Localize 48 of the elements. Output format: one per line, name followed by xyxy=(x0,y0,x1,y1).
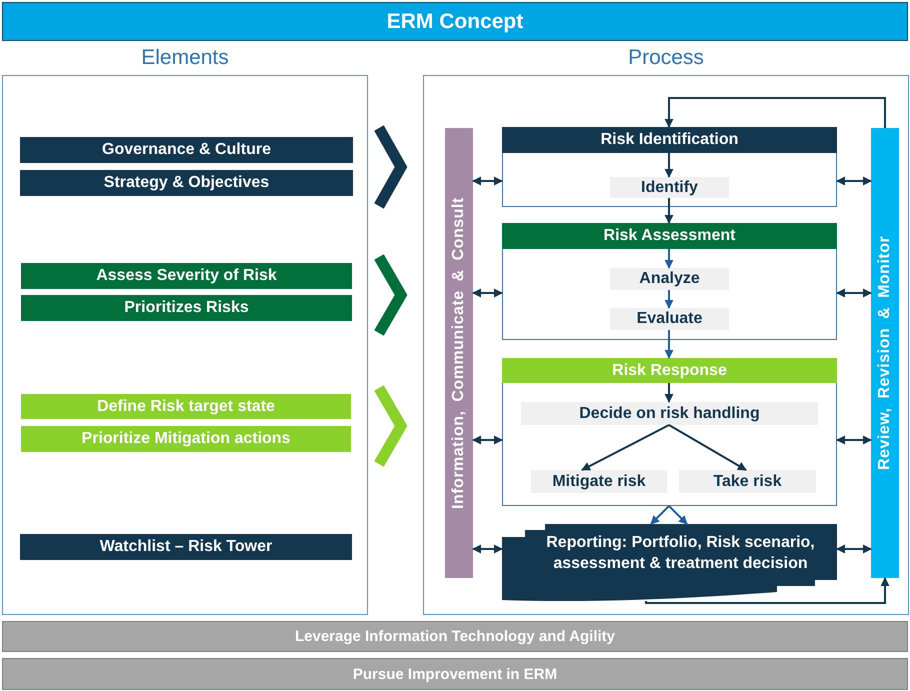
double-arrow xyxy=(472,544,503,554)
arrow xyxy=(664,97,886,128)
element-bar: Prioritizes Risks xyxy=(21,295,352,321)
stage-header: Risk Assessment xyxy=(502,223,837,249)
element-bar: Prioritize Mitigation actions xyxy=(21,426,351,452)
process-step: Decide on risk handling xyxy=(521,402,818,425)
element-bar: Assess Severity of Risk xyxy=(21,263,352,289)
double-arrow xyxy=(836,436,872,444)
arrow xyxy=(664,153,674,178)
side-bar: Information, Communicate & Consult xyxy=(445,128,473,578)
banner-band: Leverage Information Technology and Agility xyxy=(2,621,908,652)
arrow xyxy=(668,505,688,525)
report-shape xyxy=(502,524,837,601)
stage-header: Risk Response xyxy=(502,358,837,383)
banner-band: Pursue Improvement in ERM xyxy=(2,658,908,690)
arrow xyxy=(650,505,670,525)
stage-box xyxy=(502,358,837,506)
arrow xyxy=(664,198,674,224)
arrow xyxy=(581,424,670,471)
stage-box xyxy=(502,223,837,340)
double-arrow xyxy=(836,288,872,298)
arrow xyxy=(645,577,890,604)
double-arrow xyxy=(472,288,503,298)
arrow xyxy=(668,424,747,471)
arrow xyxy=(664,330,674,359)
double-arrow xyxy=(472,176,503,186)
double-arrow xyxy=(836,544,872,554)
element-bar: Define Risk target state xyxy=(21,394,351,419)
title-banner: ERM Concept xyxy=(2,2,908,41)
stage-box xyxy=(502,127,837,207)
process-step: Take risk xyxy=(679,470,816,493)
arrow xyxy=(664,249,674,269)
process-step: Evaluate xyxy=(610,308,729,330)
panel-heading: Elements xyxy=(141,45,229,71)
report-text: Reporting: Portfolio, Risk scenario, assessment & treatment decision xyxy=(545,533,816,574)
double-arrow xyxy=(472,436,503,444)
panel-heading: Process xyxy=(628,45,704,71)
process-step: Mitigate risk xyxy=(531,470,667,493)
stage-header: Risk Identification xyxy=(502,127,837,153)
element-bar: Strategy & Objectives xyxy=(20,170,353,196)
double-arrow xyxy=(836,176,872,186)
arrow xyxy=(664,383,674,403)
process-step: Analyze xyxy=(610,268,729,290)
element-bar: Watchlist – Risk Tower xyxy=(20,534,352,560)
element-bar: Governance & Culture xyxy=(20,137,353,163)
process-step: Identify xyxy=(610,177,729,198)
arrow xyxy=(664,290,674,309)
side-bar: Review, Revision & Monitor xyxy=(871,128,899,578)
